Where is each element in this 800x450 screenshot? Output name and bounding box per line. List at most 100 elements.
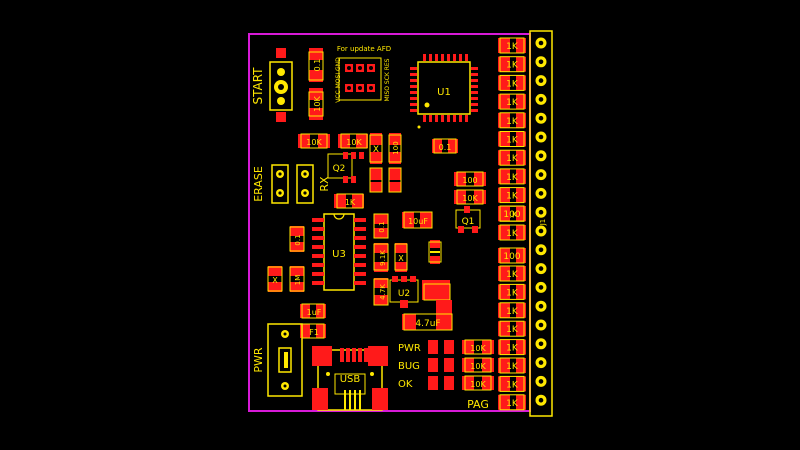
start-switch <box>269 61 293 111</box>
column-resistor-label: 1K <box>506 307 519 317</box>
column-resistor: 100 <box>498 205 526 222</box>
header-pin <box>535 319 547 331</box>
start-label: START <box>251 67 265 105</box>
cap-0.1-c: 0.1 <box>289 226 305 252</box>
column-resistor: 100 <box>498 247 526 264</box>
vertical-parts-q2: X 100 <box>369 133 402 193</box>
isp-top-label: VCC MOSI GND <box>335 57 342 103</box>
header-pin <box>535 281 547 293</box>
column-resistor-label: 1K <box>506 136 519 146</box>
svg-text:10K: 10K <box>462 194 478 203</box>
column-resistor-label: 1K <box>506 98 519 108</box>
column-resistor: 1K <box>498 357 526 374</box>
diode <box>428 240 442 264</box>
cap-1uf: 1uF <box>300 303 326 319</box>
cap-0.1-b: 0.1 <box>432 138 458 154</box>
resistor-100-a: 100 <box>454 171 486 187</box>
u2-tab-pad <box>422 280 450 300</box>
svg-text:10K: 10K <box>346 138 362 147</box>
svg-text:F1: F1 <box>309 328 319 337</box>
usb-connector <box>312 346 388 411</box>
svg-text:X: X <box>272 276 278 285</box>
u3-label: U3 <box>332 249 346 260</box>
column-resistor: 1K <box>498 168 526 185</box>
svg-text:X: X <box>373 145 379 155</box>
isp-header <box>338 57 382 101</box>
q2-transistor <box>327 152 364 183</box>
resistor-10k-d: 10K <box>454 189 486 205</box>
cap-10uf: 10uF <box>402 211 433 229</box>
column-resistor: 1K <box>498 149 526 166</box>
column-resistor: 1K <box>498 302 526 319</box>
column-resistor-label: 100 <box>503 210 520 220</box>
isp-bottom-label: MISO SCK RES <box>384 58 391 101</box>
column-resistor-label: 1K <box>506 288 519 298</box>
led-pwr-label: PWR <box>398 343 421 354</box>
column-resistor: 1K <box>498 394 526 411</box>
header-pin <box>535 112 547 124</box>
resistor-top-left: 10K <box>308 88 324 120</box>
led-resistor-1: 10K <box>470 344 486 353</box>
svg-text:1uF: 1uF <box>307 308 322 317</box>
svg-text:0.1: 0.1 <box>378 221 386 232</box>
column-resistor-label: 1K <box>506 192 519 202</box>
header-pin <box>535 225 547 237</box>
header-pin <box>535 206 547 218</box>
column-resistor: 1K <box>498 375 526 392</box>
status-leds <box>428 339 494 391</box>
header-pins <box>535 37 547 406</box>
header-pin <box>535 131 547 143</box>
header-pin <box>535 37 547 49</box>
column-resistor-label: 1K <box>506 362 519 372</box>
q1-transistor <box>455 206 481 233</box>
header-pin <box>535 75 547 87</box>
column-resistor-label: 1K <box>506 325 519 335</box>
resistor-4.7k: 4.7K <box>373 278 389 306</box>
column-resistor-label: 1K <box>506 154 519 164</box>
resistor-1m: X <box>267 266 283 292</box>
header-pin <box>535 93 547 105</box>
header-pin <box>535 300 547 312</box>
resistor-10k-b: 10K <box>298 133 330 149</box>
column-resistor-label: 1K <box>506 380 519 390</box>
top-note-text: For update AFD <box>337 45 391 53</box>
u3-chip <box>312 213 366 291</box>
header-pin <box>535 357 547 369</box>
column-resistor: 1K <box>498 56 526 73</box>
resistor-9.1k: 9.1K <box>373 243 389 272</box>
u2-label: U2 <box>398 289 410 299</box>
cap-top-left: 0.1 <box>308 48 324 82</box>
column-resistor: 1K <box>498 320 526 337</box>
column-resistor: 1K <box>498 74 526 91</box>
svg-text:0.1: 0.1 <box>313 59 322 72</box>
start-pad-bottom <box>276 112 286 122</box>
header-pin <box>535 56 547 68</box>
svg-text:100: 100 <box>462 176 477 185</box>
column-resistor: 1K <box>498 187 526 204</box>
q2-label: Q2 <box>333 164 346 174</box>
svg-text:1K: 1K <box>345 198 356 207</box>
column-resistor-label: 1K <box>506 173 519 183</box>
cap-0.1-d: 0.1 <box>373 213 389 239</box>
svg-text:100: 100 <box>392 141 400 154</box>
power-switch <box>267 323 303 397</box>
resistor-10k-c: 10K <box>338 133 368 149</box>
header-pin <box>535 263 547 275</box>
column-resistor-label: 100 <box>503 252 520 262</box>
header-pin <box>535 244 547 256</box>
erase-jumper <box>271 164 289 204</box>
erase-label: ERASE <box>252 166 265 202</box>
svg-text:4.7uF: 4.7uF <box>415 319 440 329</box>
usb-label: USB <box>340 374 361 385</box>
u1-chip <box>410 54 478 129</box>
cap-0.1-e: 1M <box>289 266 305 292</box>
column-resistor-label: 1K <box>506 344 519 354</box>
header-pin <box>535 375 547 387</box>
column-resistor: 1K <box>498 93 526 110</box>
pwr-switch-label: PWR <box>252 347 265 373</box>
crystal-x: X <box>394 243 408 272</box>
svg-text:1M: 1M <box>294 275 302 286</box>
column-resistor-label: 1K <box>506 61 519 71</box>
svg-text:0.1: 0.1 <box>294 234 302 245</box>
